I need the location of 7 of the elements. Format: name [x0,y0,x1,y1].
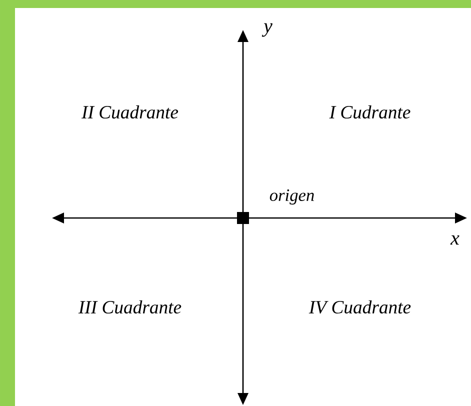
axis-label: x [450,235,460,245]
quadrant-label: IV Cuadrante [308,300,411,314]
quadrant-label: III Cuadrante [78,300,182,314]
axis-label: y [262,23,272,37]
origin-label: origen [270,189,314,205]
quadrant-label: I Cudrante [329,105,410,119]
quadrant-label: II Cuadrante [81,105,178,119]
